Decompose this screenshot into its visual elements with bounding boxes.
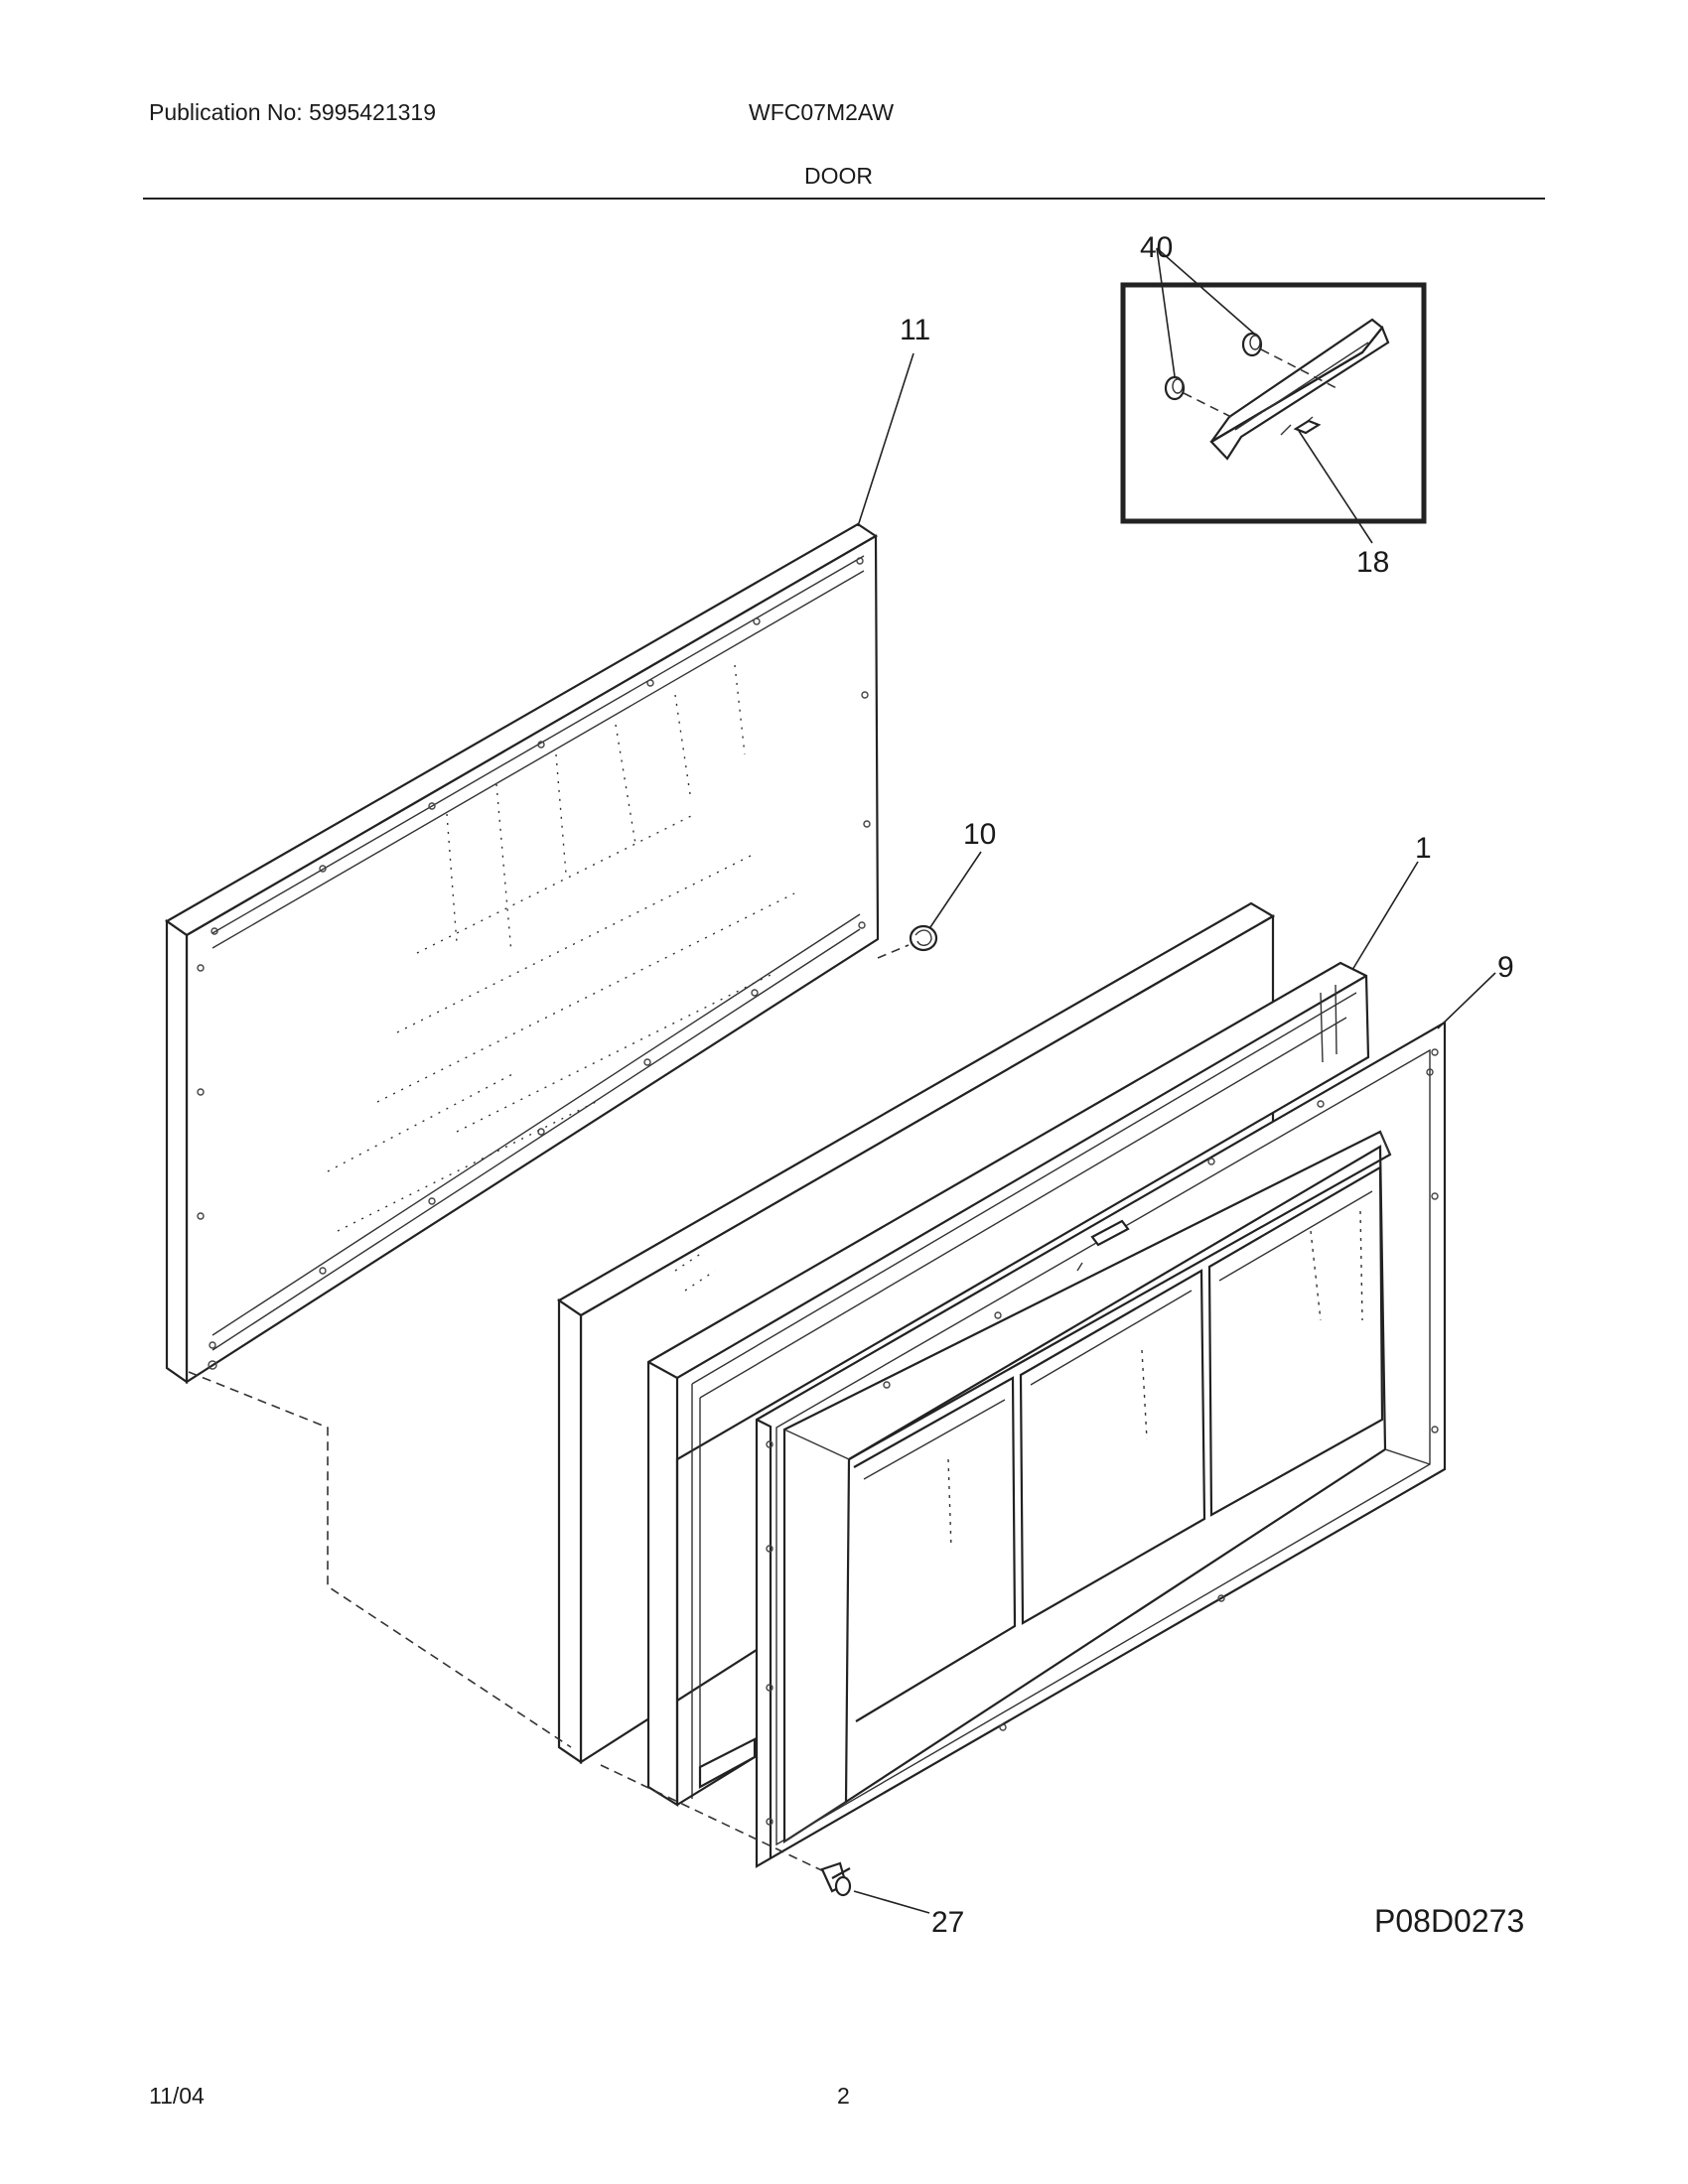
diagram-code: P08D0273	[1374, 1903, 1524, 1939]
callout-10: 10	[963, 818, 996, 851]
callout-11: 11	[900, 314, 930, 346]
header-divider	[143, 198, 1545, 200]
screw-part-27[interactable]	[820, 1861, 852, 1897]
footer-date: 11/04	[149, 2083, 205, 2109]
publication-number: Publication No: 5995421319	[149, 99, 437, 125]
callout-18: 18	[1356, 546, 1389, 579]
callout-40: 40	[1140, 231, 1173, 264]
inner-panel-part-9[interactable]	[755, 1021, 1447, 1868]
plug-part-40-upper[interactable]	[1241, 332, 1263, 357]
handle-inset	[1120, 247, 1427, 544]
gasket-part-1[interactable]	[646, 961, 1370, 1807]
callout-1: 1	[1415, 832, 1432, 865]
callout-9: 9	[1497, 951, 1514, 984]
clip-part-10[interactable]	[909, 924, 938, 952]
section-title: DOOR	[804, 163, 873, 189]
panel-part-11[interactable]	[164, 522, 880, 1385]
page-number: 2	[837, 2083, 850, 2109]
model-number: WFC07M2AW	[749, 99, 895, 125]
handle-part-18[interactable]	[1209, 318, 1390, 461]
plug-part-40-lower[interactable]	[1164, 375, 1186, 401]
callout-27: 27	[931, 1906, 964, 1939]
